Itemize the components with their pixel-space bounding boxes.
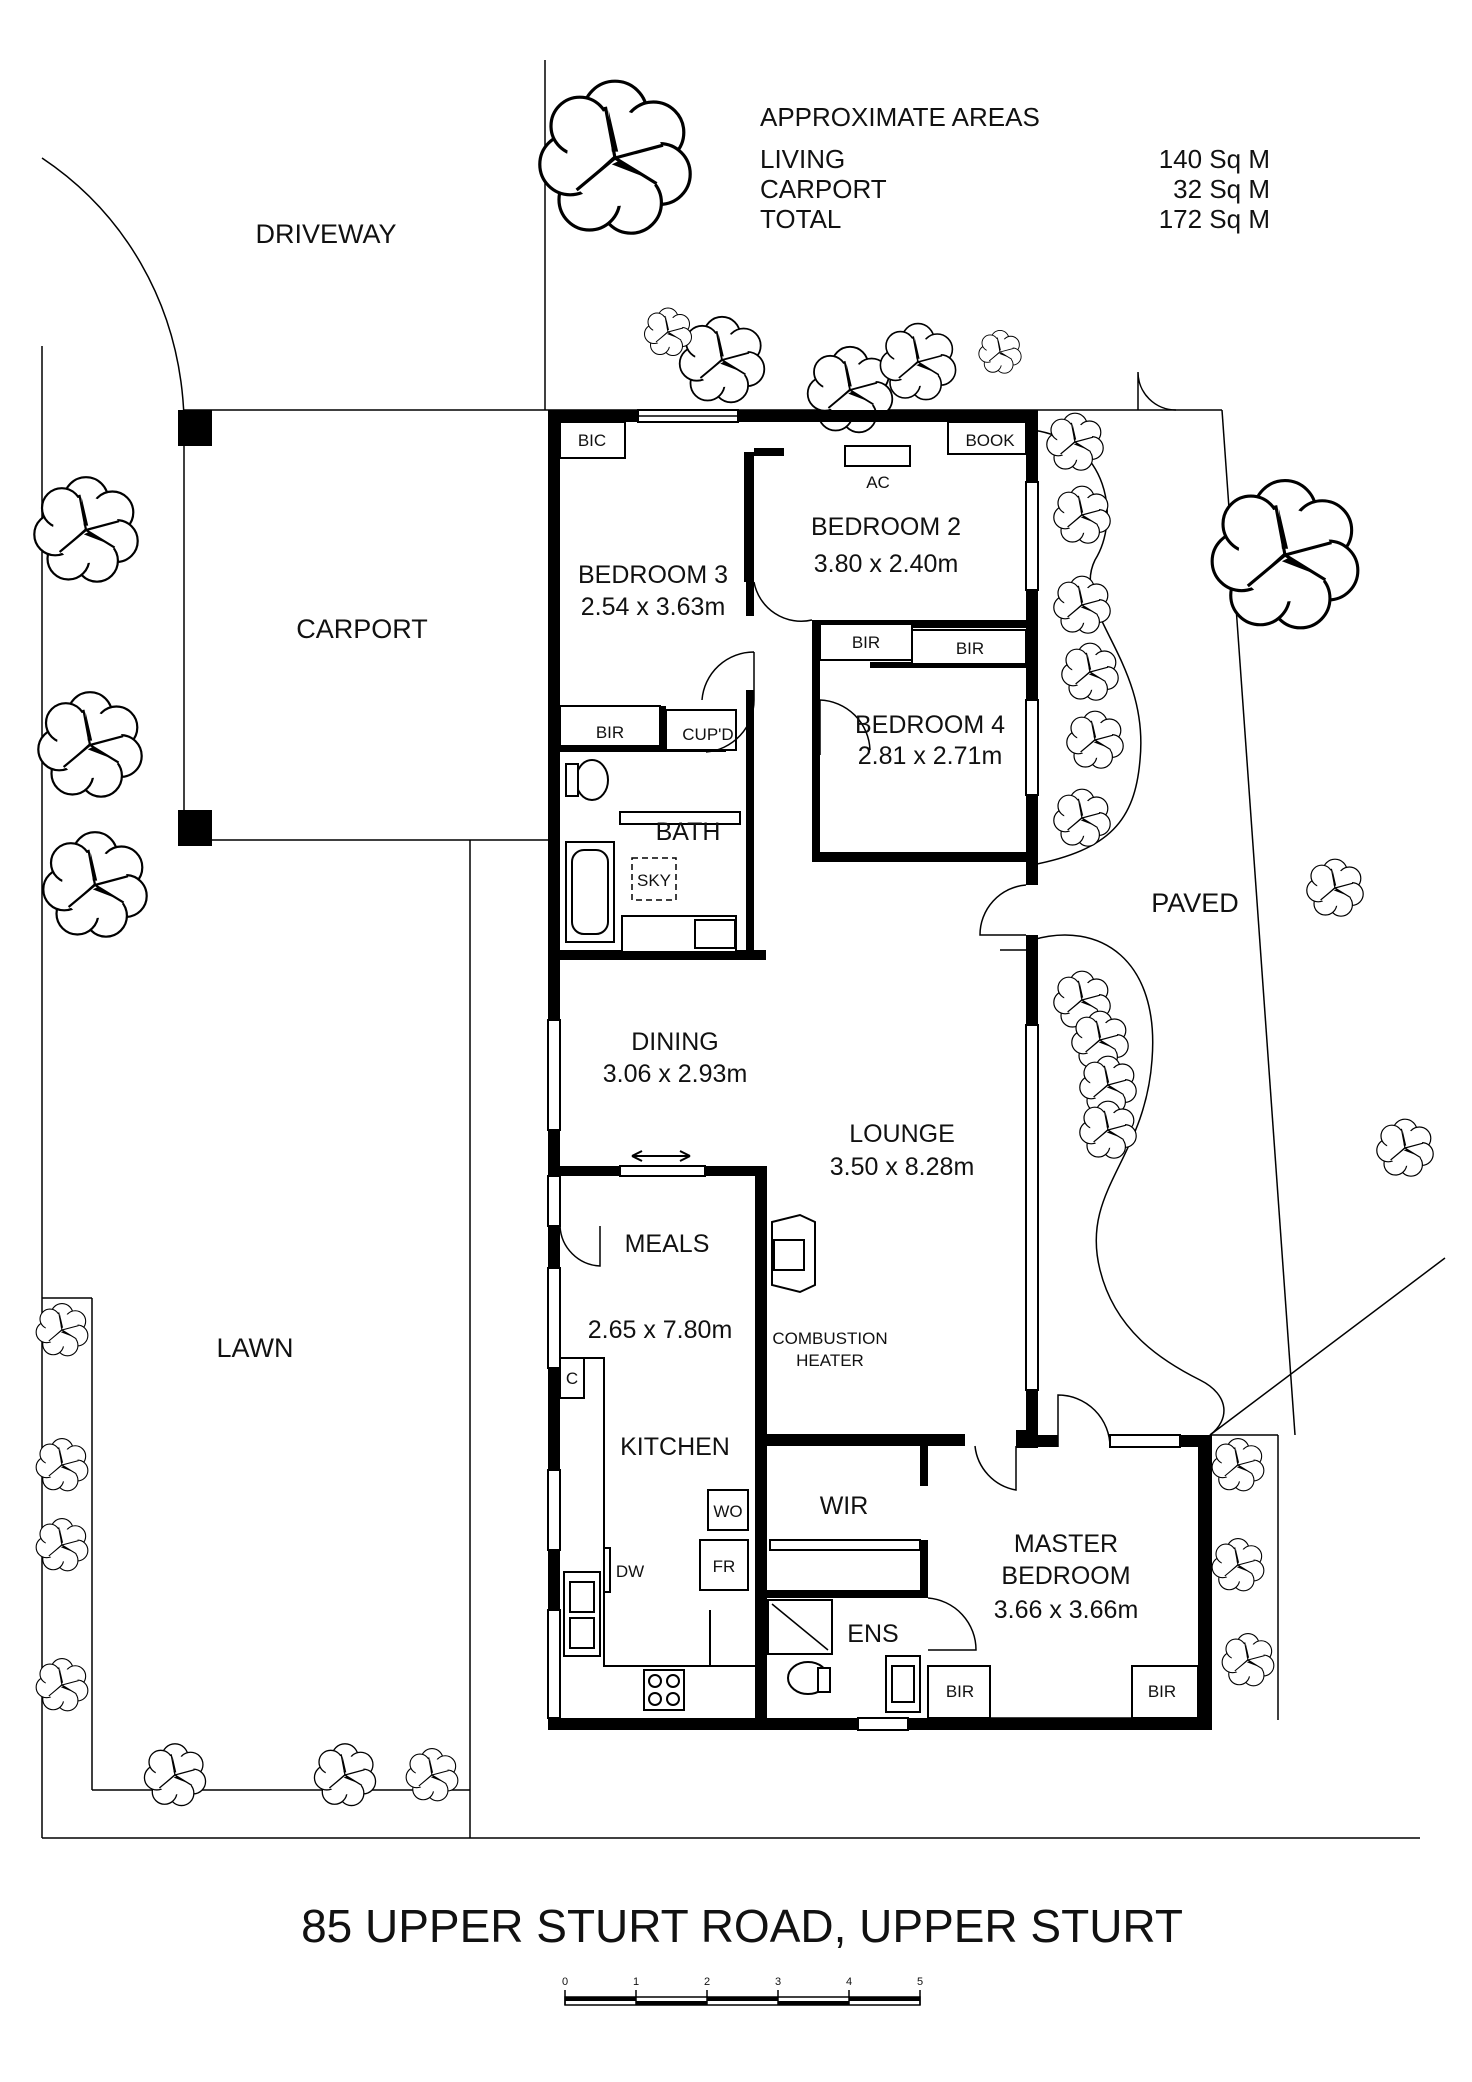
fixture-labels: BIC BOOK AC BIR BIR BIR CUP'D SKY COMBUS… xyxy=(566,431,1176,1701)
scale-tick-2: 2 xyxy=(704,1976,710,1988)
room-labels: BEDROOM 3 2.54 x 3.63m BEDROOM 2 3.80 x … xyxy=(578,513,1138,1648)
carport-post xyxy=(178,410,212,446)
bedroom2-name: BEDROOM 2 xyxy=(811,513,961,541)
cupd-label: CUP'D xyxy=(682,725,733,744)
dw-label: DW xyxy=(616,1562,644,1581)
book-label: BOOK xyxy=(965,431,1015,450)
lounge-name: LOUNGE xyxy=(849,1120,955,1148)
meals-size: 2.65 x 7.80m xyxy=(588,1316,733,1344)
bedroom2-size: 3.80 x 2.40m xyxy=(814,550,959,578)
area-label-total: TOTAL xyxy=(760,204,841,234)
carport-label: CARPORT xyxy=(296,614,428,644)
area-value-total: 172 Sq M xyxy=(1159,204,1270,234)
sky-label: SKY xyxy=(637,871,671,890)
c-label: C xyxy=(566,1369,578,1388)
scale-tick-5: 5 xyxy=(917,1976,923,1988)
bir-label-master-left: BIR xyxy=(946,1682,974,1701)
driveway-label: DRIVEWAY xyxy=(255,219,396,249)
meals-name: MEALS xyxy=(625,1230,710,1258)
dining-size: 3.06 x 2.93m xyxy=(603,1060,748,1088)
area-value-carport: 32 Sq M xyxy=(1173,174,1270,204)
wo-label: WO xyxy=(713,1502,742,1521)
bath-name: BATH xyxy=(656,818,721,846)
address-title: 85 UPPER STURT ROAD, UPPER STURT xyxy=(301,1900,1183,1952)
scale-tick-0: 0 xyxy=(562,1976,568,1988)
master-size: 3.66 x 3.66m xyxy=(994,1596,1139,1624)
lawn-label: LAWN xyxy=(216,1333,293,1363)
bedroom4-size: 2.81 x 2.71m xyxy=(858,742,1003,770)
combustion-heater-line2: HEATER xyxy=(796,1351,864,1370)
master-name-line2: BEDROOM xyxy=(1001,1562,1130,1590)
dining-name: DINING xyxy=(631,1028,719,1056)
lounge-size: 3.50 x 8.28m xyxy=(830,1153,975,1181)
scale-tick-1: 1 xyxy=(633,1976,639,1988)
ac-label: AC xyxy=(866,473,890,492)
fr-label: FR xyxy=(713,1557,736,1576)
area-value-living: 140 Sq M xyxy=(1159,144,1270,174)
bedroom3-size: 2.54 x 3.63m xyxy=(581,593,726,621)
carport-post xyxy=(178,810,212,846)
scale-tick-3: 3 xyxy=(775,1976,781,1988)
bir-label-bed2: BIR xyxy=(852,633,880,652)
bir-label-bed3: BIR xyxy=(596,723,624,742)
area-label-carport: CARPORT xyxy=(760,174,887,204)
wir-name: WIR xyxy=(820,1492,869,1520)
scale-bar: 0 1 2 3 4 5 xyxy=(562,1976,923,2006)
interior-details xyxy=(547,409,1199,1731)
areas-heading: APPROXIMATE AREAS xyxy=(760,102,1040,132)
approximate-areas: APPROXIMATE AREAS LIVING 140 Sq M CARPOR… xyxy=(760,102,1270,234)
combustion-heater-line1: COMBUSTION xyxy=(772,1329,887,1348)
bir-label-bed4: BIR xyxy=(956,639,984,658)
bic-label: BIC xyxy=(578,431,606,450)
bedroom3-name: BEDROOM 3 xyxy=(578,561,728,589)
ens-name: ENS xyxy=(847,1620,898,1648)
bir-label-master-right: BIR xyxy=(1148,1682,1176,1701)
kitchen-name: KITCHEN xyxy=(620,1433,730,1461)
paved-label: PAVED xyxy=(1151,888,1239,918)
master-name-line1: MASTER xyxy=(1014,1530,1118,1558)
exterior-walls xyxy=(548,410,1212,1730)
bedroom4-name: BEDROOM 4 xyxy=(855,711,1005,739)
area-label-living: LIVING xyxy=(760,144,845,174)
scale-tick-4: 4 xyxy=(846,1976,852,1988)
